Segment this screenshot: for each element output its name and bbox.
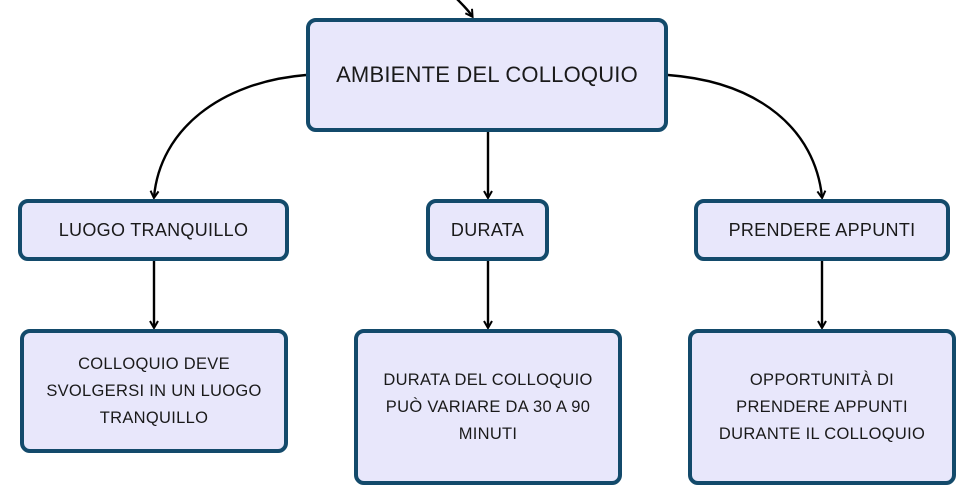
- node-label: PRENDERE APPUNTI: [728, 219, 916, 240]
- node-ambiente-del-colloquio[interactable]: AMBIENTE DEL COLLOQUIO: [306, 18, 668, 132]
- node-detail-luogo[interactable]: COLLOQUIO DEVE SVOLGERSI IN UN LUOGO TRA…: [20, 329, 288, 453]
- node-label: LUOGO TRANQUILLO: [58, 219, 249, 240]
- node-detail-text: OPPORTUNITÀ DI PRENDERE APPUNTI DURANTE …: [718, 370, 926, 443]
- node-luogo-tranquillo[interactable]: LUOGO TRANQUILLO: [18, 199, 289, 261]
- node-durata[interactable]: DURATA: [426, 199, 549, 261]
- node-detail-text: COLLOQUIO DEVE SVOLGERSI IN UN LUOGO TRA…: [46, 354, 262, 427]
- node-label: AMBIENTE DEL COLLOQUIO: [336, 62, 638, 87]
- node-label: DURATA: [450, 219, 525, 240]
- edge-root-appunti: [667, 73, 822, 197]
- edge-incoming: [456, 0, 472, 16]
- edge-root-luogo: [154, 73, 307, 197]
- node-detail-text: DURATA DEL COLLOQUIO PUÒ VARIARE DA 30 A…: [383, 370, 593, 443]
- node-detail-appunti[interactable]: OPPORTUNITÀ DI PRENDERE APPUNTI DURANTE …: [688, 329, 956, 485]
- node-detail-durata[interactable]: DURATA DEL COLLOQUIO PUÒ VARIARE DA 30 A…: [354, 329, 622, 485]
- node-prendere-appunti[interactable]: PRENDERE APPUNTI: [694, 199, 950, 261]
